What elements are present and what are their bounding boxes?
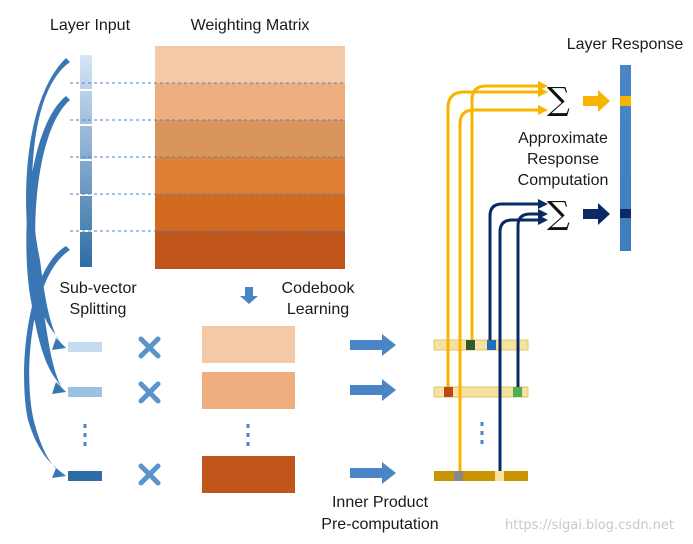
- codebook-learning-label-1: Codebook: [281, 280, 355, 297]
- response-entry-navy: [620, 209, 631, 218]
- approx-response-label-3: Computation: [517, 172, 609, 189]
- sub-vector-splitting-label-1: Sub-vector: [59, 280, 137, 297]
- weighting-matrix-label: Weighting Matrix: [190, 17, 310, 34]
- lookup-table-2: [433, 386, 529, 398]
- navy-arrowheads: [538, 199, 548, 225]
- sub-vector-n: [68, 471, 102, 481]
- sub-vector-splitting-label-2: Splitting: [69, 301, 127, 318]
- split-arrowheads: [52, 338, 66, 478]
- layer-response-vector: [620, 65, 631, 251]
- split-curved-arrows: [24, 58, 70, 474]
- navy-routing-lines: [488, 202, 540, 471]
- sub-vector-1: [68, 342, 102, 352]
- layer-input-label: Layer Input: [49, 17, 131, 34]
- inner-product-label-1: Inner Product: [331, 494, 429, 511]
- approx-response-label-2: Response: [526, 151, 600, 168]
- lookup-table-n: [434, 471, 528, 481]
- multiply-icon: [138, 336, 161, 486]
- approx-response-label-1: Approximate: [518, 130, 608, 147]
- codebook-2: [202, 372, 295, 409]
- yellow-routing-lines: [446, 84, 540, 471]
- navy-output-arrow-icon: [583, 203, 610, 225]
- codebook-1: [202, 326, 295, 363]
- yellow-output-arrow-icon: [583, 90, 610, 112]
- layer-response-label: Layer Response: [566, 36, 684, 53]
- sum-icon-2: ∑: [547, 194, 570, 232]
- inner-product-label-2: Pre-computation: [321, 516, 439, 533]
- sum-icon-1: ∑: [547, 80, 570, 118]
- codebook-n: [202, 456, 295, 493]
- sub-vector-2: [68, 387, 102, 397]
- ellipsis-dots: [83, 422, 484, 448]
- down-arrow-icon: [240, 287, 258, 304]
- codebook-learning-label-2: Learning: [286, 301, 350, 318]
- yellow-arrowheads: [538, 81, 548, 115]
- right-arrow-icon: [350, 334, 396, 484]
- watermark: https://sigai.blog.csdn.net: [505, 518, 675, 533]
- weighting-matrix: [155, 46, 345, 269]
- lookup-table-1: [433, 339, 529, 351]
- split-dotted-lines: [70, 82, 345, 232]
- response-entry-yellow: [620, 96, 631, 106]
- input-split-ticks: [80, 89, 92, 232]
